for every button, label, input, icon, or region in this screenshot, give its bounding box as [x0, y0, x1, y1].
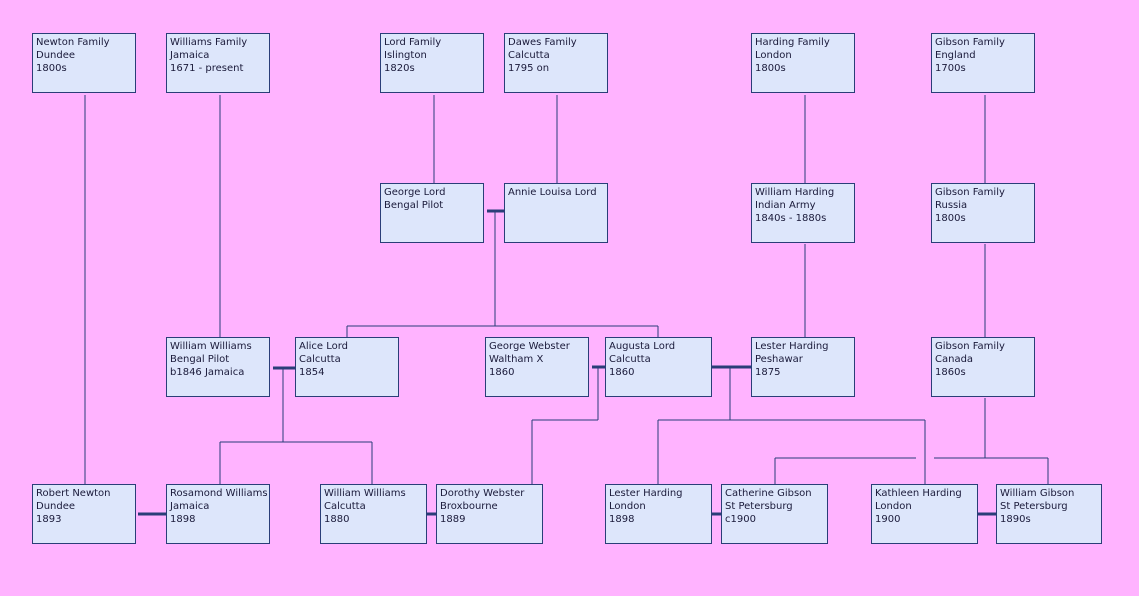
box-line: St Petersburg: [725, 501, 793, 512]
box-line: 1820s: [384, 63, 415, 74]
person-box-williams-family: Williams Family Jamaica 1671 - present: [166, 33, 270, 93]
box-line: Kathleen Harding: [875, 488, 962, 499]
box-line: London: [609, 501, 646, 512]
box-line: Indian Army: [755, 200, 816, 211]
person-box-george-lord: George Lord Bengal Pilot: [380, 183, 484, 243]
box-line: 1671 - present: [170, 63, 244, 74]
box-line: Catherine Gibson: [725, 488, 812, 499]
box-line: 1875: [755, 367, 781, 378]
person-box-robert-newton: Robert Newton Dundee 1893: [32, 484, 136, 544]
box-line: Dawes Family: [508, 37, 577, 48]
box-line: William Gibson: [1000, 488, 1075, 499]
box-line: Gibson Family: [935, 187, 1005, 198]
box-line: 1860: [609, 367, 635, 378]
box-line: Lester Harding: [755, 341, 829, 352]
box-line: Augusta Lord: [609, 341, 676, 352]
box-line: Lester Harding: [609, 488, 683, 499]
person-box-kathleen-harding: Kathleen Harding London 1900: [871, 484, 978, 544]
person-box-lester-harding-jr: Lester Harding London 1898: [605, 484, 712, 544]
box-line: Calcutta: [609, 354, 651, 365]
box-line: William Williams: [170, 341, 252, 352]
person-box-dawes-family: Dawes Family Calcutta 1795 on: [504, 33, 608, 93]
box-line: Dundee: [36, 501, 76, 512]
box-line: Annie Louisa Lord: [508, 187, 597, 198]
box-line: Peshawar: [755, 354, 803, 365]
box-line: b1846 Jamaica: [170, 367, 245, 378]
box-line: London: [875, 501, 912, 512]
box-line: Robert Newton: [36, 488, 111, 499]
person-box-william-gibson: William Gibson St Petersburg 1890s: [996, 484, 1102, 544]
box-line: Broxbourne: [440, 501, 498, 512]
box-line: 1795 on: [508, 63, 550, 74]
box-line: Williams Family: [170, 37, 248, 48]
box-line: 1898: [609, 514, 635, 525]
person-box-newton-family: Newton Family Dundee 1800s: [32, 33, 136, 93]
person-box-william-williams-jr: William Williams Calcutta 1880: [320, 484, 427, 544]
box-line: 1860s: [935, 367, 966, 378]
box-line: Russia: [935, 200, 968, 211]
person-box-gibson-england: Gibson Family England 1700s: [931, 33, 1035, 93]
person-box-william-harding: William Harding Indian Army 1840s - 1880…: [751, 183, 855, 243]
person-box-rosamond-williams: Rosamond Williams Jamaica 1898: [166, 484, 270, 544]
box-line: Jamaica: [170, 501, 210, 512]
box-line: Gibson Family: [935, 341, 1005, 352]
box-line: Newton Family: [36, 37, 110, 48]
box-line: Gibson Family: [935, 37, 1005, 48]
box-line: 1700s: [935, 63, 966, 74]
box-line: Calcutta: [508, 50, 550, 61]
box-line: 1800s: [755, 63, 786, 74]
box-line: 1800s: [935, 213, 966, 224]
box-line: St Petersburg: [1000, 501, 1068, 512]
box-line: Bengal Pilot: [384, 200, 444, 211]
box-line: 1880: [324, 514, 350, 525]
box-line: Lord Family: [384, 37, 442, 48]
box-line: Calcutta: [299, 354, 341, 365]
person-box-lord-family: Lord Family Islington 1820s: [380, 33, 484, 93]
box-line: Dorothy Webster: [440, 488, 525, 499]
box-line: 1840s - 1880s: [755, 213, 827, 224]
box-line: 1893: [36, 514, 62, 525]
person-box-george-webster: George Webster Waltham X 1860: [485, 337, 589, 397]
person-box-augusta-lord: Augusta Lord Calcutta 1860: [605, 337, 712, 397]
box-line: London: [755, 50, 792, 61]
box-line: Alice Lord: [299, 341, 349, 352]
person-box-william-williams-sr: William Williams Bengal Pilot b1846 Jama…: [166, 337, 270, 397]
person-box-gibson-canada: Gibson Family Canada 1860s: [931, 337, 1035, 397]
box-line: Bengal Pilot: [170, 354, 230, 365]
person-box-gibson-russia: Gibson Family Russia 1800s: [931, 183, 1035, 243]
box-line: Islington: [384, 50, 427, 61]
box-line: 1898: [170, 514, 196, 525]
box-line: England: [935, 50, 976, 61]
box-line: 1890s: [1000, 514, 1031, 525]
box-line: 1854: [299, 367, 325, 378]
box-line: Rosamond Williams: [170, 488, 268, 499]
person-box-annie-louisa-lord: Annie Louisa Lord: [504, 183, 608, 243]
person-box-alice-lord: Alice Lord Calcutta 1854: [295, 337, 399, 397]
box-line: Calcutta: [324, 501, 366, 512]
box-line: Harding Family: [755, 37, 830, 48]
box-line: George Webster: [489, 341, 570, 352]
box-line: 1889: [440, 514, 466, 525]
box-line: George Lord: [384, 187, 446, 198]
box-line: Dundee: [36, 50, 76, 61]
person-box-dorothy-webster: Dorothy Webster Broxbourne 1889: [436, 484, 543, 544]
box-line: 1800s: [36, 63, 67, 74]
person-box-catherine-gibson: Catherine Gibson St Petersburg c1900: [721, 484, 828, 544]
box-line: Waltham X: [489, 354, 544, 365]
person-box-harding-family: Harding Family London 1800s: [751, 33, 855, 93]
box-line: 1860: [489, 367, 515, 378]
box-line: c1900: [725, 514, 756, 525]
box-line: Jamaica: [170, 50, 210, 61]
box-line: William Williams: [324, 488, 406, 499]
box-line: Canada: [935, 354, 974, 365]
box-line: 1900: [875, 514, 901, 525]
person-box-lester-harding-sr: Lester Harding Peshawar 1875: [751, 337, 855, 397]
box-line: William Harding: [755, 187, 835, 198]
